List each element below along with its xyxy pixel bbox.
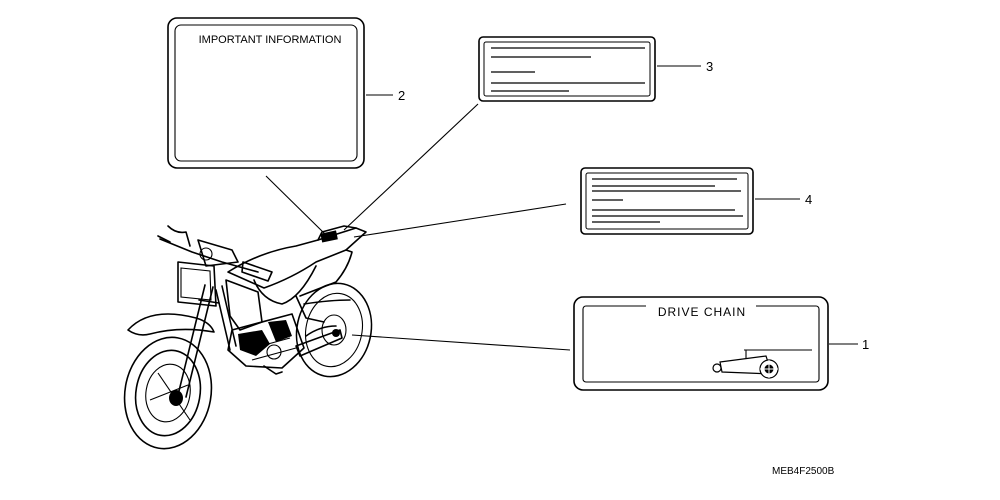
rear-wheel <box>295 282 373 378</box>
label-four-text-lines <box>592 178 743 223</box>
label-three-text-lines <box>491 47 645 92</box>
callout-3-number: 3 <box>706 59 713 74</box>
chain-sprocket-icon <box>712 349 812 379</box>
callout-4-number: 4 <box>805 192 812 207</box>
diagram-code: MEB4F2500B <box>772 466 835 477</box>
handlebars <box>157 225 273 282</box>
important-information-label[interactable]: IMPORTANT INFORMATION <box>167 17 365 169</box>
drive-chain-title: DRIVE CHAIN <box>658 305 746 319</box>
callout-2-number: 2 <box>398 88 405 103</box>
tank-and-seat <box>227 225 367 305</box>
engine <box>227 313 305 369</box>
front-wheel <box>123 336 213 450</box>
drive-chain-label[interactable]: DRIVE CHAIN <box>573 296 829 391</box>
leader-lines <box>265 103 571 351</box>
callout-1-number: 1 <box>862 337 869 352</box>
front-fork <box>177 284 220 398</box>
label-three[interactable] <box>478 36 656 102</box>
label-four[interactable] <box>580 167 754 235</box>
important-information-title: IMPORTANT INFORMATION <box>199 34 342 46</box>
motorcycle-illustration <box>123 225 373 450</box>
